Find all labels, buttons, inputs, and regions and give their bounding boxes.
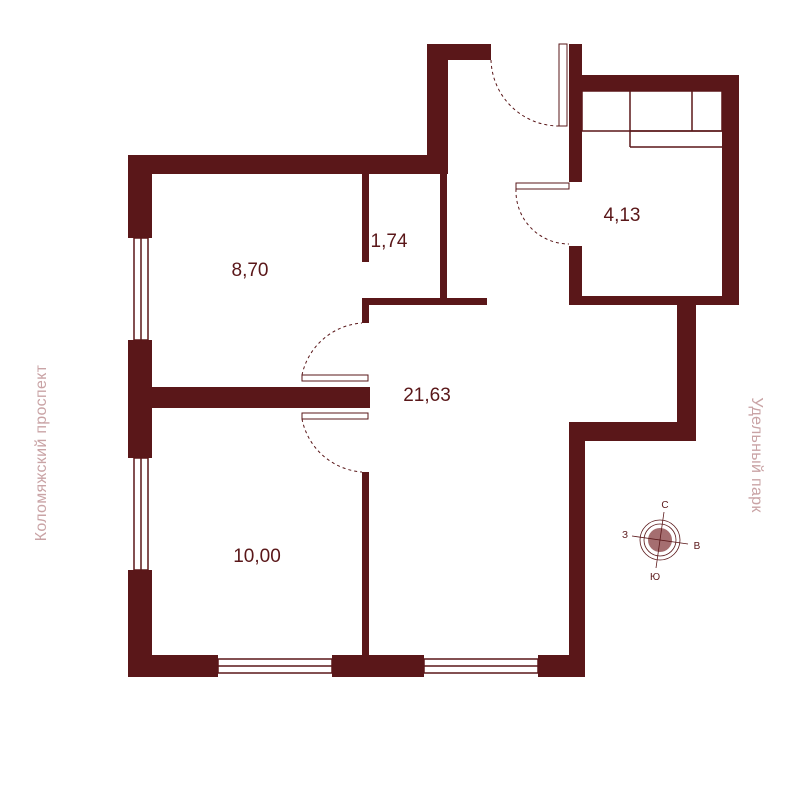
wall-top-left bbox=[128, 155, 448, 174]
wall-right-step bbox=[569, 422, 696, 441]
compass-needle-ew bbox=[631, 535, 689, 545]
wall-closet-right bbox=[440, 170, 447, 303]
door-bedroom-top bbox=[301, 322, 369, 382]
compass-ring-inner bbox=[643, 523, 677, 557]
wall-bedroom2-right bbox=[362, 472, 369, 655]
door-bedroom-bottom bbox=[301, 412, 369, 473]
compass: С В Ю З bbox=[622, 500, 701, 583]
wall-right-lower bbox=[569, 422, 585, 677]
compass-south: Ю bbox=[650, 572, 660, 583]
street-label-left: Коломяжский проспект bbox=[33, 364, 50, 541]
wall-entrance-left bbox=[427, 44, 448, 174]
compass-north: С bbox=[661, 500, 668, 511]
room-area-bathroom: 4,13 bbox=[604, 205, 641, 226]
room-area-bedroom-top: 8,70 bbox=[232, 260, 269, 281]
window-bottom-left bbox=[217, 658, 333, 674]
room-area-closet: 1,74 bbox=[371, 231, 408, 252]
window-bathroom bbox=[581, 90, 723, 148]
wall-bath-right bbox=[722, 75, 739, 305]
windows bbox=[133, 90, 723, 674]
street-label-right: Удельный парк bbox=[748, 397, 765, 513]
wall-bath-bottom bbox=[569, 296, 739, 305]
window-left-upper bbox=[133, 237, 149, 341]
doors bbox=[301, 43, 570, 473]
wall-closet-left bbox=[362, 174, 369, 262]
wall-entrance-top bbox=[427, 44, 491, 60]
walls bbox=[128, 44, 739, 677]
wall-bath-left-top bbox=[569, 44, 582, 182]
wall-closet-stub bbox=[362, 298, 369, 323]
window-bottom-right bbox=[423, 658, 539, 674]
wall-bath-left-bottom bbox=[569, 246, 582, 305]
wall-bottom-left bbox=[128, 655, 218, 677]
compass-ring-outer bbox=[639, 519, 681, 561]
window-left-lower bbox=[133, 457, 149, 571]
door-bathroom bbox=[515, 182, 570, 245]
wall-bedroom-divider bbox=[152, 387, 370, 408]
room-area-bedroom-bottom: 10,00 bbox=[233, 546, 281, 567]
door-entrance bbox=[490, 43, 568, 127]
wall-bottom-mid bbox=[332, 655, 424, 677]
compass-west: З bbox=[622, 530, 628, 541]
compass-east: В bbox=[694, 541, 701, 552]
wall-right-mid bbox=[677, 305, 696, 441]
wall-closet-bottom bbox=[362, 298, 487, 305]
wall-bath-top bbox=[582, 75, 739, 91]
room-area-living: 21,63 bbox=[403, 385, 451, 406]
wall-left-middle bbox=[128, 340, 152, 458]
